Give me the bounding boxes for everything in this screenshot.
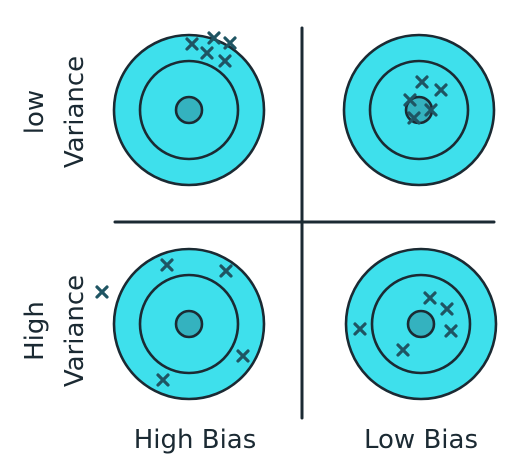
cross-mark-icon — [236, 349, 250, 363]
cross-mark-icon — [403, 93, 417, 107]
row-label-bottom-line1: High — [20, 301, 50, 361]
row-label-top-line1: low — [20, 90, 50, 134]
cross-mark-icon — [424, 103, 438, 117]
cross-mark-icon — [415, 75, 429, 89]
cross-mark-icon — [200, 46, 214, 60]
cross-mark-icon — [440, 302, 454, 316]
cross-mark-icon — [423, 291, 437, 305]
column-label-high-bias: High Bias — [134, 425, 257, 455]
cross-mark-icon — [434, 83, 448, 97]
cross-mark-icon — [156, 373, 170, 387]
row-label-bottom-line2: Variance — [60, 275, 90, 387]
cross-mark-icon — [223, 36, 237, 50]
target-icon — [344, 247, 498, 401]
cross-mark-icon — [185, 37, 199, 51]
cross-mark-icon — [218, 54, 232, 68]
cross-mark-icon — [95, 285, 109, 299]
cross-mark-icon — [160, 258, 174, 272]
cross-mark-icon — [444, 324, 458, 338]
column-label-low-bias: Low Bias — [364, 425, 478, 455]
cross-mark-icon — [219, 264, 233, 278]
cross-mark-icon — [353, 322, 367, 336]
row-label-top-line2: Variance — [60, 56, 90, 168]
target-icon — [342, 33, 496, 187]
cross-mark-icon — [407, 111, 421, 125]
target-icon — [112, 33, 266, 187]
cross-mark-icon — [207, 31, 221, 45]
cross-mark-icon — [396, 343, 410, 357]
target-icon — [112, 247, 266, 401]
